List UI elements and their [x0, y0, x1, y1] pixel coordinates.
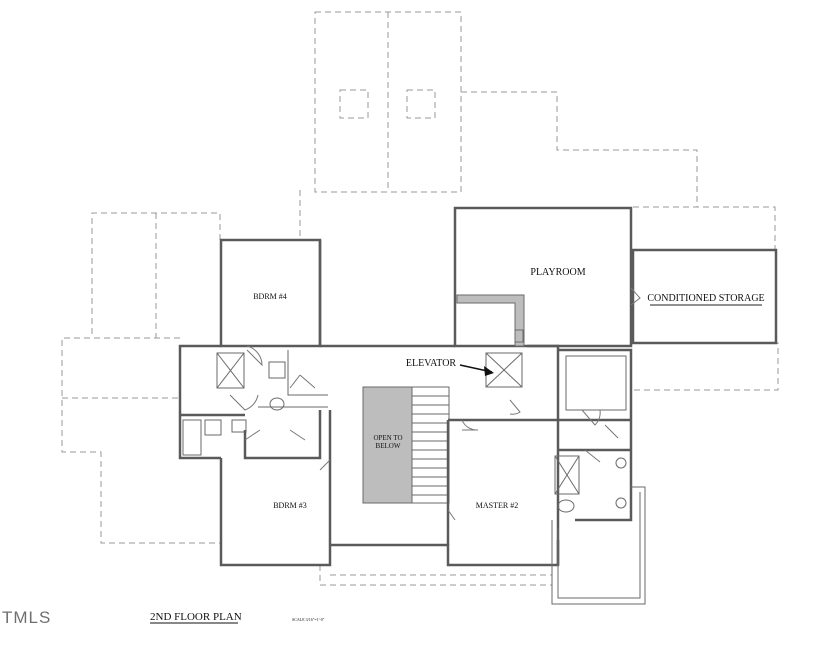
elevator-arrow — [459, 364, 494, 376]
floor-walls — [178, 206, 778, 605]
door-swings — [229, 287, 641, 521]
stair-treads — [412, 395, 449, 496]
room-label-conditioned-storage: CONDITIONED STORAGE — [647, 293, 764, 304]
room-label-bdrm4: BDRM #4 — [253, 292, 287, 301]
room-label-playroom: PLAYROOM — [530, 267, 585, 278]
room-label-master2: MASTER #2 — [476, 501, 518, 510]
watermark-text: TMLS — [2, 608, 52, 627]
label-open-to-below-line1: OPEN TO — [373, 434, 402, 442]
plan-title: 2ND FLOOR PLAN — [150, 611, 242, 623]
roof-outline-dashed — [61, 11, 779, 586]
room-label-bdrm3: BDRM #3 — [273, 501, 307, 510]
plan-scale: SCALE 3/16"=1'-0" — [292, 617, 325, 622]
label-open-to-below-line2: BELOW — [376, 442, 401, 450]
label-elevator: ELEVATOR — [406, 358, 457, 369]
